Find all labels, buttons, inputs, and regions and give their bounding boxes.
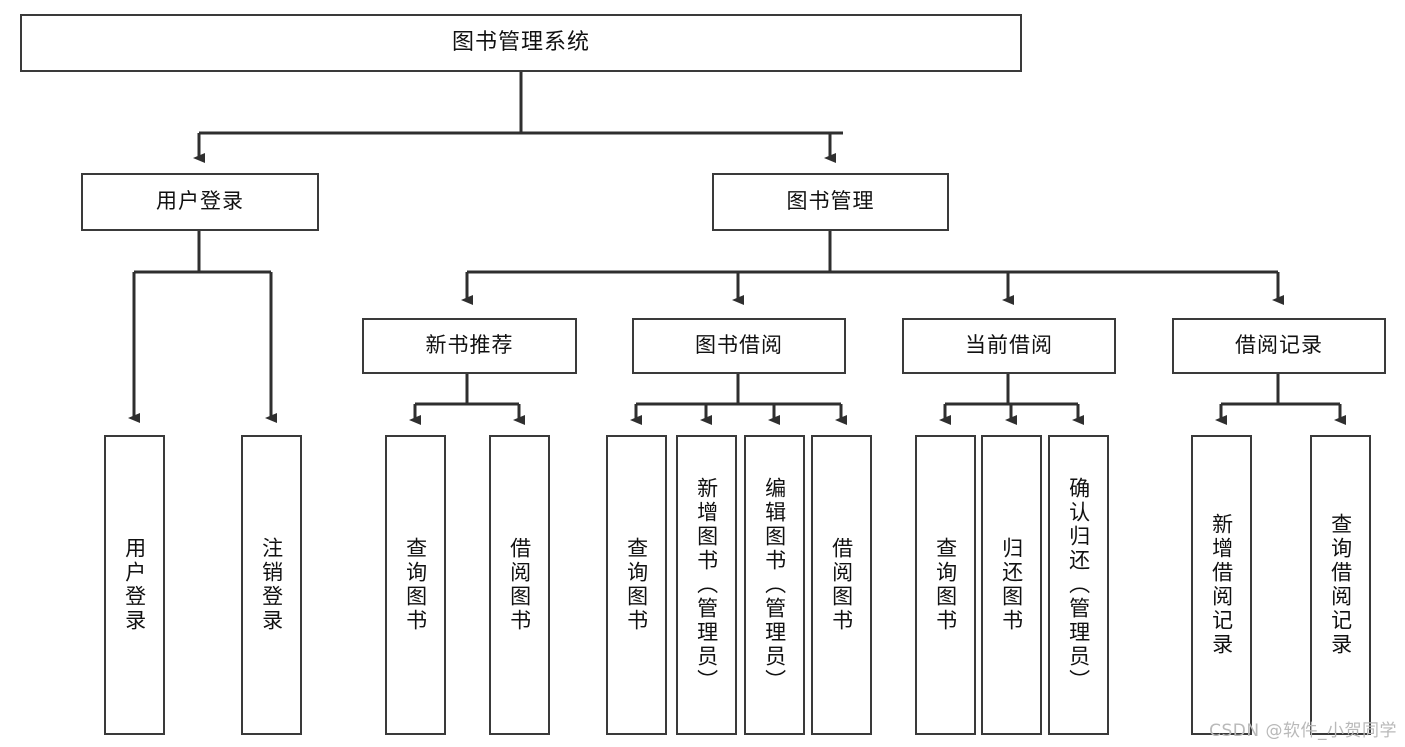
leaf-query-book-1[interactable]: 查询图书 bbox=[385, 435, 446, 735]
leaf-add-record-label: 新增借阅记录 bbox=[1209, 513, 1234, 657]
node-book-manage[interactable]: 图书管理 bbox=[712, 173, 949, 231]
leaf-query-record-label: 查询借阅记录 bbox=[1328, 513, 1353, 657]
leaf-borrow-book-2-label: 借阅图书 bbox=[829, 537, 854, 633]
node-book-borrow[interactable]: 图书借阅 bbox=[632, 318, 846, 374]
node-new-book-recommend-label: 新书推荐 bbox=[425, 333, 514, 358]
leaf-add-book-label: 新增图书（管理员） bbox=[694, 477, 719, 693]
leaf-return-book-label: 归还图书 bbox=[999, 537, 1024, 633]
leaf-query-book-1-label: 查询图书 bbox=[403, 537, 428, 633]
node-book-borrow-label: 图书借阅 bbox=[695, 333, 783, 358]
csdn-watermark: CSDN @软件_小贺同学 bbox=[1209, 721, 1397, 741]
node-current-borrow-label: 当前借阅 bbox=[965, 333, 1053, 358]
leaf-user-login-label: 用户登录 bbox=[122, 537, 147, 633]
leaf-borrow-book-1[interactable]: 借阅图书 bbox=[489, 435, 550, 735]
leaf-query-book-3[interactable]: 查询图书 bbox=[915, 435, 976, 735]
leaf-query-book-3-label: 查询图书 bbox=[933, 537, 958, 633]
leaf-user-login[interactable]: 用户登录 bbox=[104, 435, 165, 735]
leaf-edit-book-label: 编辑图书（管理员） bbox=[762, 477, 787, 693]
leaf-query-book-2[interactable]: 查询图书 bbox=[606, 435, 667, 735]
node-new-book-recommend[interactable]: 新书推荐 bbox=[362, 318, 577, 374]
leaf-query-book-2-label: 查询图书 bbox=[624, 537, 649, 633]
leaf-logout-login[interactable]: 注销登录 bbox=[241, 435, 302, 735]
leaf-query-record[interactable]: 查询借阅记录 bbox=[1310, 435, 1371, 735]
leaf-return-book[interactable]: 归还图书 bbox=[981, 435, 1042, 735]
leaf-logout-login-label: 注销登录 bbox=[259, 537, 284, 633]
leaf-add-record[interactable]: 新增借阅记录 bbox=[1191, 435, 1252, 735]
leaf-edit-book[interactable]: 编辑图书（管理员） bbox=[744, 435, 805, 735]
leaf-confirm-return-label: 确认归还（管理员） bbox=[1066, 477, 1091, 693]
leaf-add-book[interactable]: 新增图书（管理员） bbox=[676, 435, 737, 735]
node-current-borrow[interactable]: 当前借阅 bbox=[902, 318, 1116, 374]
leaf-borrow-book-1-label: 借阅图书 bbox=[507, 537, 532, 633]
node-root[interactable]: 图书管理系统 bbox=[20, 14, 1022, 72]
leaf-confirm-return[interactable]: 确认归还（管理员） bbox=[1048, 435, 1109, 735]
node-borrow-record[interactable]: 借阅记录 bbox=[1172, 318, 1386, 374]
node-user-login[interactable]: 用户登录 bbox=[81, 173, 319, 231]
node-borrow-record-label: 借阅记录 bbox=[1235, 333, 1323, 358]
node-book-manage-label: 图书管理 bbox=[786, 189, 875, 214]
leaf-borrow-book-2[interactable]: 借阅图书 bbox=[811, 435, 872, 735]
node-user-login-label: 用户登录 bbox=[156, 189, 244, 214]
node-root-label: 图书管理系统 bbox=[451, 29, 590, 55]
